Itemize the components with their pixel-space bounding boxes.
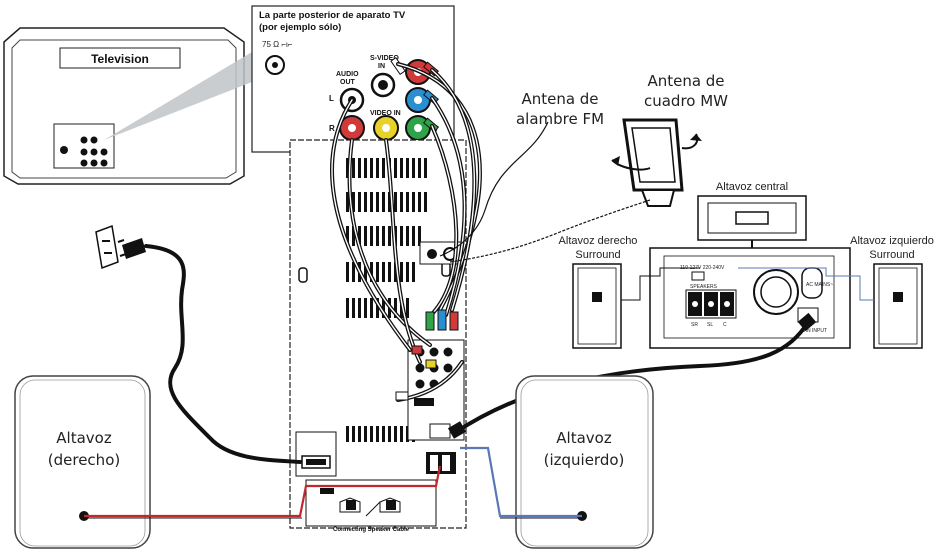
fm-antenna-label-line2: alambre FM — [516, 110, 604, 128]
mw-antenna-label-line2: cuadro MW — [644, 92, 728, 110]
video-in-label: VIDEO IN — [370, 110, 401, 117]
television: Television — [3, 27, 245, 185]
tv-label-box — [59, 47, 181, 69]
left-speaker-label-line1: Altavoz — [556, 429, 612, 447]
speaker-cable-inset — [305, 479, 437, 527]
speakers-label: SPEAKERS — [690, 284, 718, 290]
terminal-1-label: SR — [691, 322, 698, 328]
wall-socket — [95, 224, 119, 270]
mw-antenna-label-line1: Antena de — [647, 72, 724, 90]
tv-label: Television — [91, 52, 149, 66]
tv-panel-subtitle: (por ejemplo sólo) — [259, 22, 341, 33]
connecting-speaker-cable-label: Connecting Speaker Cable — [333, 527, 410, 533]
power-cable — [144, 244, 302, 464]
left-speaker-wire — [460, 446, 582, 518]
right-speaker-label-line2: (derecho) — [48, 451, 120, 469]
fm-antenna: Antena de alambre FM — [439, 90, 604, 257]
left-surround-speaker: Altavoz izquierdo Surround — [850, 235, 934, 349]
right-surround-wire — [621, 267, 700, 301]
left-speaker: Altavoz (izquierdo) — [515, 375, 654, 549]
left-surround-wire — [738, 267, 874, 301]
din-input-label: DIN INPUT — [802, 328, 827, 334]
left-speaker-label-line2: (izquierdo) — [544, 451, 625, 469]
svideo-in-label: IN — [378, 63, 385, 70]
audio-r-label: R — [329, 124, 335, 133]
subwoofer-panel: 110-127V 220-240V SPEAKERS SR SL C AC MA… — [649, 247, 851, 349]
right-speaker-wire — [84, 465, 442, 518]
svideo-label: S-VIDEO — [370, 55, 399, 62]
antenna-input-label: 75 Ω ⌐ι⌐ — [262, 40, 293, 49]
center-speaker: Altavoz central — [697, 181, 807, 272]
center-speaker-label: Altavoz central — [716, 181, 788, 193]
right-speaker-label-line1: Altavoz — [56, 429, 112, 447]
fm-antenna-label-line1: Antena de — [521, 90, 598, 108]
voltage-label: 110-127V 220-240V — [680, 265, 725, 271]
terminal-3-label: C — [723, 322, 727, 328]
tv-back-panel: La parte posterior de aparato TV (por ej… — [251, 5, 455, 153]
audio-out-label: OUT — [340, 79, 356, 86]
ventilation-grille — [346, 158, 427, 442]
tv-panel-title: La parte posterior de aparato TV — [259, 10, 406, 21]
right-surround-label-line2: Surround — [575, 249, 620, 261]
main-unit: Connecting Speaker Cable — [289, 139, 467, 533]
ac-mains-label: AC MAINS~ — [806, 282, 833, 288]
right-surround-label-line1: Altavoz derecho — [559, 235, 638, 247]
power-plug-icon — [117, 238, 146, 259]
right-speaker: Altavoz (derecho) — [14, 375, 151, 549]
ac-socket-area — [295, 431, 337, 477]
audio-l-label: L — [329, 94, 334, 103]
terminal-2-label: SL — [707, 322, 713, 328]
mw-antenna: Antena de cuadro MW — [449, 72, 728, 263]
av-cables — [330, 62, 482, 402]
left-surround-label-line1: Altavoz izquierdo — [850, 235, 934, 247]
callout-wedge — [104, 52, 252, 140]
audio-label: AUDIO — [336, 71, 359, 78]
right-surround-speaker: Altavoz derecho Surround — [559, 235, 638, 349]
din-cable — [454, 320, 810, 434]
left-surround-label-line2: Surround — [869, 249, 914, 261]
